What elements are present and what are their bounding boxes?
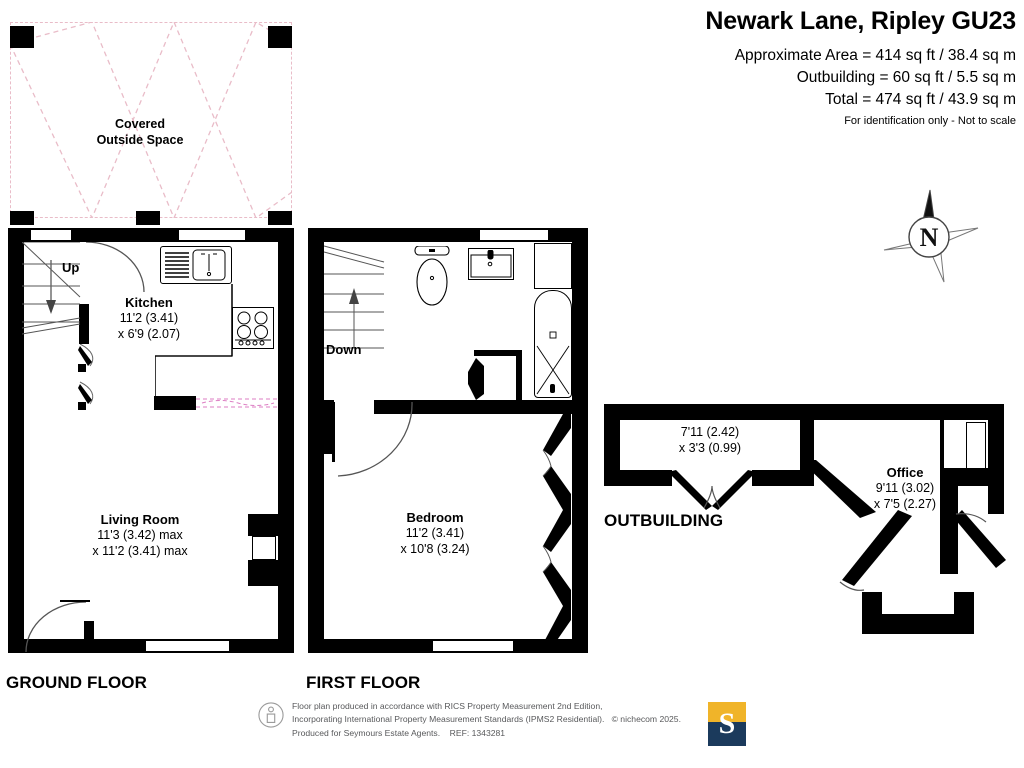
pier-sw: [10, 211, 34, 225]
ff-wall-left: [308, 228, 324, 653]
gf-internal-pier-top: [142, 228, 154, 242]
stairs-up-label: Up: [62, 260, 80, 275]
bedroom-door-leaf: [332, 402, 335, 462]
staircase-up: [22, 242, 81, 335]
gf-wall-right: [278, 228, 294, 653]
compass-north-label: N: [920, 223, 939, 252]
kitchen-label: Kitchen 11'2 (3.41) x 6'9 (2.07): [117, 295, 181, 341]
ob-bottom-wall: [862, 614, 974, 634]
outbuilding-store-label: 7'11 (2.42) x 3'3 (0.99): [678, 425, 742, 455]
footer-line-3-wrap: Produced for Seymours Estate Agents. REF…: [292, 727, 681, 740]
ob-office-window: [966, 422, 986, 470]
ff-window-top: [479, 229, 549, 241]
logo-bottom-band: [708, 722, 746, 746]
area-summary: Approximate Area = 414 sq ft / 38.4 sq m…: [705, 45, 1016, 111]
compass-icon: N: [883, 189, 979, 283]
ff-cupboard-wall-right: [516, 350, 522, 400]
gf-opening-wall-left: [154, 396, 196, 410]
page-title: Newark Lane, Ripley GU23: [705, 7, 1016, 35]
kitchen-hob-icon: [235, 311, 271, 346]
understair-cupboard-doors: [78, 344, 94, 410]
front-door-swing: [25, 600, 87, 653]
ob-wall-bottom-mid: [752, 470, 814, 486]
pier-ne: [268, 26, 292, 48]
gf-niche-wall-top: [248, 514, 280, 536]
bedroom-door-swing: [337, 402, 413, 477]
covered-outside-space-label: Covered Outside Space: [96, 117, 184, 148]
footer: Floor plan produced in accordance with R…: [258, 700, 681, 740]
gf-front-door-jamb: [84, 621, 94, 653]
basin-detail-icon: [470, 250, 512, 278]
gf-window-top-left: [30, 229, 72, 241]
pier-se: [268, 211, 292, 225]
area-total: Total = 474 sq ft / 43.9 sq m: [825, 90, 1016, 108]
cupboard-door-icon: [468, 358, 484, 400]
bath-icon: [534, 290, 572, 398]
area-main: Approximate Area = 414 sq ft / 38.4 sq m: [734, 46, 1016, 64]
outbuilding-title: OUTBUILDING: [604, 511, 724, 530]
gf-window-top-right: [178, 229, 246, 241]
ob-wall-bottom-left: [604, 470, 672, 486]
bedroom-label: Bedroom 11'2 (3.41) x 10'8 (3.24): [400, 510, 470, 556]
rics-person-icon: [258, 702, 284, 728]
gf-stair-wall-right: [79, 304, 89, 344]
ff-partition-wall: [374, 400, 572, 414]
ob-office-mullion: [940, 420, 944, 470]
logo-top-band: [708, 702, 746, 722]
living-room-label: Living Room 11'3 (3.42) max x 11'2 (3.41…: [92, 512, 188, 558]
ff-cupboard-wall-top: [474, 350, 522, 356]
area-outbuilding: Outbuilding = 60 sq ft / 5.5 sq m: [796, 68, 1016, 86]
bath-detail-icon: [536, 331, 570, 395]
gf-niche-wall-bottom: [248, 560, 280, 586]
logo-letter: S: [718, 707, 736, 740]
ff-landing-wall: [324, 400, 334, 454]
ff-window-bottom: [432, 640, 514, 652]
footer-line-2-wrap: Incorporating International Property Mea…: [292, 713, 681, 726]
ff-wall-right: [572, 228, 588, 653]
gf-niche-window: [252, 536, 276, 560]
ob-angled-wall-upper: [800, 460, 876, 518]
kitchen-door-swing: [86, 242, 145, 293]
kitchen-opening-dashed: [196, 398, 278, 408]
footer-line-1: Floor plan produced in accordance with R…: [292, 701, 603, 711]
header: Newark Lane, Ripley GU23 Approximate Are…: [705, 7, 1016, 127]
ob-bottom-right-wall: [954, 592, 974, 634]
ob-office-wall-left-lower: [940, 468, 958, 574]
footer-ref: REF: 1343281: [449, 727, 506, 738]
gf-wall-left: [8, 228, 24, 653]
staircase-down: [324, 245, 385, 349]
stairs-down-label: Down: [326, 342, 362, 357]
ob-wall-right: [988, 404, 1004, 514]
kitchen-sink-icon: [165, 249, 226, 281]
ob-wall-top: [604, 404, 1004, 420]
office-label: Office 9'11 (3.02) x 7'5 (2.27): [873, 465, 937, 511]
footer-copyright: © nichecom 2025.: [611, 714, 681, 725]
airing-cupboard: [534, 243, 572, 289]
disclaimer-text: For identification only - Not to scale: [844, 114, 1016, 127]
wc-toilet-icon: [414, 246, 450, 306]
gf-opening-wall-right: [278, 396, 294, 410]
pier-sm: [136, 211, 160, 225]
front-door-leaf: [60, 600, 90, 602]
ob-wall-left: [604, 404, 620, 486]
footer-line-3: Produced for Seymours Estate Agents.: [292, 727, 441, 738]
ob-angled-wall-lower-left: [839, 510, 912, 591]
footer-text: Floor plan produced in accordance with R…: [292, 700, 681, 740]
ground-floor-title: GROUND FLOOR: [6, 673, 147, 692]
ob-angled-wall-lower-right: [954, 510, 1006, 568]
pier-nw: [10, 26, 34, 48]
outbuilding-double-doors: [668, 470, 756, 510]
bedroom-eaves-zigzag: [542, 414, 571, 646]
first-floor-title: FIRST FLOOR: [306, 673, 421, 692]
compass-rose: N: [878, 184, 982, 288]
gf-window-bottom: [145, 640, 230, 652]
footer-line-2: Incorporating International Property Mea…: [292, 714, 605, 725]
seymours-logo: S: [708, 702, 746, 746]
